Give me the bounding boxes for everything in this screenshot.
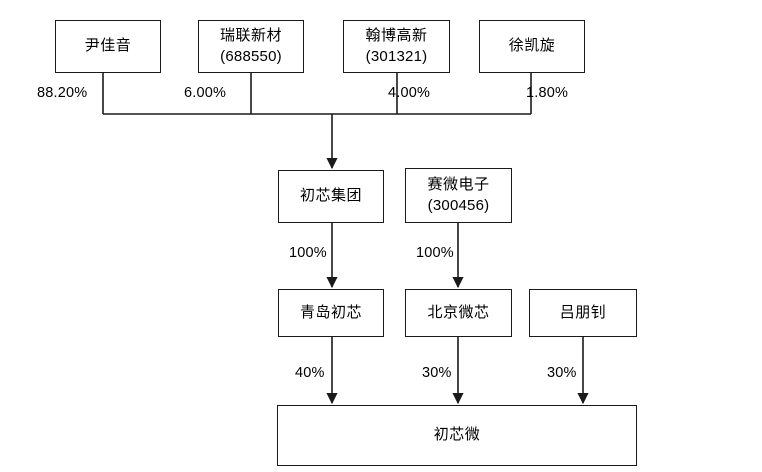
node-xu-kaixuan[interactable]: 徐凯旋	[479, 20, 585, 73]
node-stock-code: (300456)	[427, 196, 490, 214]
node-label: 初芯微	[433, 426, 481, 444]
edge-label-chuxin-jituan-percent: 100%	[289, 245, 327, 261]
edge-label-lv-pengzhao-percent: 30%	[547, 365, 577, 381]
node-ruilian-xincai[interactable]: 瑞联新材 (688550)	[198, 20, 304, 73]
node-qingdao-chuxin[interactable]: 青岛初芯	[278, 289, 384, 337]
edge-label-qingdao-chuxin-percent: 40%	[295, 365, 325, 381]
node-label: 吕朋钊	[559, 303, 607, 321]
node-label: 初芯集团	[299, 187, 362, 205]
edge-label-hanbo-gaoxin-percent: 4.00%	[388, 85, 431, 101]
node-stock-code: (688550)	[220, 47, 282, 65]
node-label: 北京微芯	[427, 303, 490, 321]
node-saiwei-dianzi[interactable]: 赛微电子 (300456)	[405, 168, 512, 223]
edge-label-ruilian-xincai-percent: 6.00%	[184, 85, 227, 101]
node-stock-code: (301321)	[365, 47, 428, 65]
node-label: 翰博高新	[365, 27, 428, 45]
node-chuxin-jituan[interactable]: 初芯集团	[278, 170, 384, 223]
node-lv-pengzhao[interactable]: 吕朋钊	[529, 289, 637, 337]
node-label: 赛微电子	[427, 176, 490, 194]
node-chuxin-wei[interactable]: 初芯微	[277, 405, 637, 466]
node-label: 尹佳音	[84, 37, 132, 55]
edge-label-yin-jia-yin-percent: 88.20%	[37, 85, 88, 101]
edge-label-xu-kaixuan-percent: 1.80%	[526, 85, 569, 101]
edge-label-beijing-weixin-percent: 30%	[422, 365, 452, 381]
node-yin-jia-yin[interactable]: 尹佳音	[55, 20, 161, 73]
node-hanbo-gaoxin[interactable]: 翰博高新 (301321)	[343, 20, 450, 73]
node-label: 瑞联新材	[219, 27, 282, 45]
edge-label-saiwei-dianzi-percent: 100%	[416, 245, 454, 261]
node-label: 徐凯旋	[508, 37, 556, 55]
node-beijing-weixin[interactable]: 北京微芯	[405, 289, 512, 337]
node-label: 青岛初芯	[299, 303, 362, 321]
